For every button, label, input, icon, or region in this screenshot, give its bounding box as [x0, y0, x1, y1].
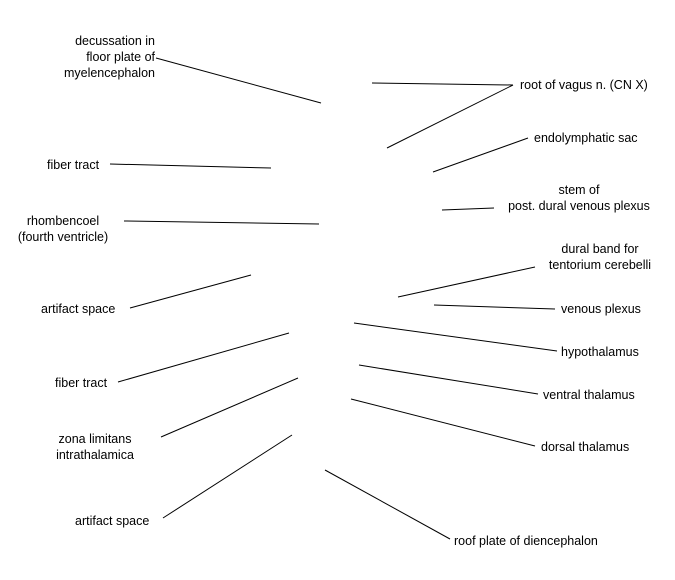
- label-dorsal-thalamus: dorsal thalamus: [541, 440, 630, 454]
- leader-line-venous-plexus: [433, 304, 556, 310]
- label-rhombencoel-line2: (fourth ventricle): [17, 230, 109, 244]
- leader-line-hypothalamus: [353, 322, 558, 352]
- label-hypothalamus: hypothalamus: [561, 345, 639, 359]
- leader-line-stem-of-plexus: [441, 207, 495, 211]
- leader-line-decussation: [155, 57, 322, 104]
- label-stem-of-plexus: stem of post. dural venous plexus: [497, 182, 661, 214]
- leader-line-rhombencoel: [123, 220, 320, 225]
- label-decussation: decussation in floor plate of myelenceph…: [64, 33, 155, 81]
- label-dural-band-line2: tentorium cerebelli: [548, 258, 652, 272]
- label-artifact-space-lower: artifact space: [75, 514, 150, 528]
- leader-line-roof-plate: [324, 469, 451, 540]
- label-dural-band: dural band for tentorium cerebelli: [540, 241, 660, 273]
- label-decussation-line2: floor plate of: [86, 50, 155, 64]
- label-zona-limitans: zona limitans intrathalamica: [35, 431, 155, 463]
- leader-line-artifact-space-upper: [129, 274, 252, 309]
- label-roof-plate: roof plate of diencephalon: [454, 534, 598, 548]
- label-zona-limitans-line1: zona limitans: [58, 432, 132, 446]
- label-fiber-tract-upper: fiber tract: [47, 158, 100, 172]
- leader-line-fiber-tract-upper: [109, 163, 272, 169]
- label-endolymphatic-sac: endolymphatic sac: [534, 131, 638, 145]
- leader-line-ventral-thalamus: [358, 364, 539, 395]
- leader-line-vagus-a: [371, 82, 514, 86]
- label-fiber-tract-lower: fiber tract: [55, 376, 108, 390]
- label-zona-limitans-line2: intrathalamica: [56, 448, 134, 462]
- label-stem-of-plexus-line2: post. dural venous plexus: [508, 199, 650, 213]
- label-rhombencoel: rhombencoel (fourth ventricle): [0, 213, 126, 245]
- label-rhombencoel-line1: rhombencoel: [26, 214, 100, 228]
- leader-line-fiber-tract-lower: [117, 332, 290, 383]
- label-artifact-space-upper: artifact space: [41, 302, 116, 316]
- leader-line-zona-limitans: [160, 377, 299, 438]
- leader-line-dorsal-thalamus: [350, 398, 536, 447]
- leader-line-vagus-b: [386, 84, 514, 149]
- label-decussation-line3: myelencephalon: [63, 66, 155, 80]
- label-dural-band-line1: dural band for: [561, 242, 639, 256]
- label-venous-plexus: venous plexus: [561, 302, 641, 316]
- label-decussation-line1: decussation in: [75, 34, 155, 48]
- label-root-of-vagus: root of vagus n. (CN X): [520, 78, 648, 92]
- label-stem-of-plexus-line1: stem of: [558, 183, 600, 197]
- leader-line-endolymphatic-sac: [432, 137, 529, 173]
- leader-line-dural-band: [397, 266, 536, 298]
- leader-line-artifact-space-lower: [162, 434, 293, 519]
- label-ventral-thalamus: ventral thalamus: [543, 388, 635, 402]
